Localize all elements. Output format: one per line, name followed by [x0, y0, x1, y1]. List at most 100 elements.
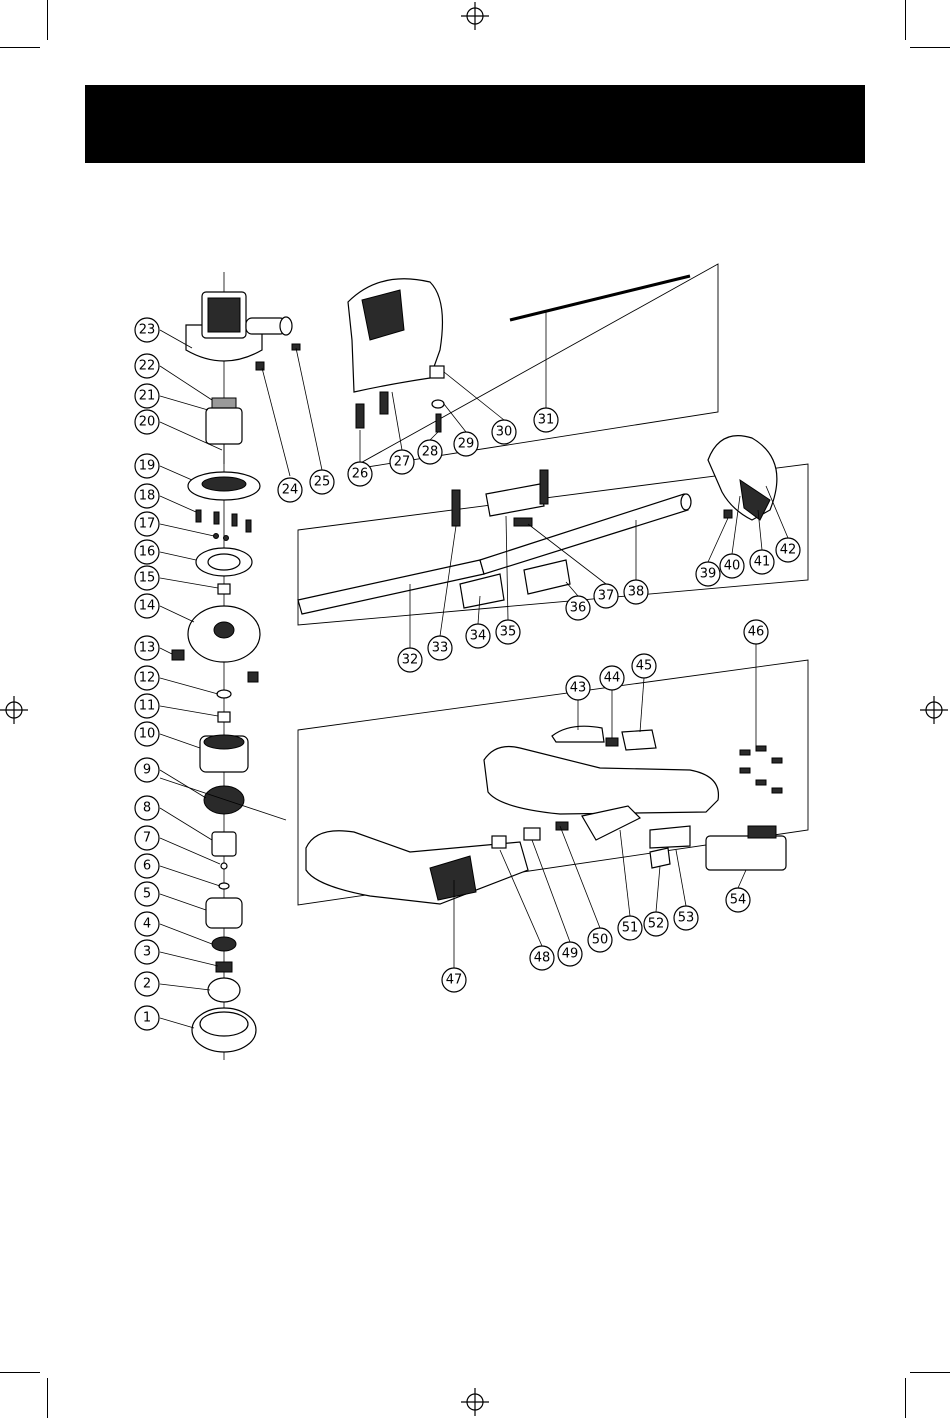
- handle-housing-right: [484, 747, 718, 815]
- lock-button-45: [622, 730, 656, 750]
- callout-38: 38: [624, 580, 648, 604]
- svg-text:30: 30: [496, 425, 513, 440]
- drive-shaft-31: [510, 276, 690, 320]
- spring-8: [212, 832, 236, 856]
- svg-text:3: 3: [143, 945, 151, 960]
- callout-17: 17: [135, 512, 159, 536]
- battery-terminal-53: [650, 826, 690, 848]
- callout-21: 21: [135, 384, 159, 408]
- callout-46: 46: [744, 620, 768, 644]
- svg-text:14: 14: [139, 599, 156, 614]
- callout-39: 39: [696, 562, 720, 586]
- svg-text:9: 9: [143, 763, 151, 778]
- svg-text:17: 17: [139, 517, 156, 532]
- svg-text:41: 41: [754, 555, 771, 570]
- svg-text:52: 52: [648, 917, 665, 932]
- svg-text:53: 53: [678, 911, 695, 926]
- callout-52: 52: [644, 912, 668, 936]
- callout-40: 40: [720, 554, 744, 578]
- screws-33: [452, 490, 460, 526]
- spool-line: [204, 786, 244, 814]
- callout-37: 37: [594, 584, 618, 608]
- nut-11: [218, 712, 230, 722]
- callout-1: 1: [135, 1006, 159, 1030]
- screw-39: [724, 510, 732, 518]
- screw-26: [356, 404, 364, 428]
- svg-text:50: 50: [592, 933, 609, 948]
- svg-text:40: 40: [724, 559, 741, 574]
- svg-text:47: 47: [446, 973, 463, 988]
- svg-text:38: 38: [628, 585, 645, 600]
- clamp-34: [460, 574, 504, 608]
- washer-6: [219, 883, 229, 889]
- callout-7: 7: [135, 826, 159, 850]
- callout-27: 27: [390, 450, 414, 474]
- callout-19: 19: [135, 454, 159, 478]
- pin-7: [221, 863, 227, 869]
- svg-text:1: 1: [143, 1011, 151, 1026]
- svg-text:27: 27: [394, 455, 411, 470]
- svg-text:8: 8: [143, 801, 151, 816]
- svg-text:21: 21: [139, 389, 156, 404]
- spool-housing-top: [204, 735, 244, 749]
- callout-20: 20: [135, 410, 159, 434]
- callout-12: 12: [135, 666, 159, 690]
- callout-50: 50: [588, 928, 612, 952]
- callout-24: 24: [278, 478, 302, 502]
- callout-8: 8: [135, 796, 159, 820]
- svg-text:46: 46: [748, 625, 765, 640]
- svg-text:24: 24: [282, 483, 299, 498]
- callout-9: 9: [135, 758, 159, 782]
- svg-text:5: 5: [143, 887, 151, 902]
- svg-text:15: 15: [139, 571, 156, 586]
- callout-25: 25: [310, 470, 334, 494]
- callout-3: 3: [135, 940, 159, 964]
- nut-15: [218, 584, 230, 594]
- svg-text:19: 19: [139, 459, 156, 474]
- callout-5: 5: [135, 882, 159, 906]
- fan-ring-inner: [208, 554, 240, 570]
- screws-35: [540, 470, 548, 504]
- svg-text:48: 48: [534, 951, 551, 966]
- svg-text:49: 49: [562, 947, 579, 962]
- svg-text:34: 34: [470, 629, 487, 644]
- clamp-35: [486, 484, 544, 516]
- callout-53: 53: [674, 906, 698, 930]
- screw-28: [436, 414, 441, 432]
- callout-6: 6: [135, 854, 159, 878]
- callout-14: 14: [135, 594, 159, 618]
- callout-11: 11: [135, 694, 159, 718]
- housing-screws-46: [740, 746, 782, 793]
- lower-shaft-32: [298, 560, 484, 614]
- callout-54: 54: [726, 888, 750, 912]
- svg-text:35: 35: [500, 625, 517, 640]
- callout-2: 2: [135, 972, 159, 996]
- callout-33: 33: [428, 636, 452, 660]
- callout-41: 41: [750, 550, 774, 574]
- bump-knob: [206, 898, 242, 928]
- svg-text:32: 32: [402, 653, 419, 668]
- callout-31: 31: [534, 408, 558, 432]
- switch-49: [524, 828, 540, 840]
- callout-4: 4: [135, 912, 159, 936]
- callout-43: 43: [566, 676, 590, 700]
- callout-42: 42: [776, 538, 800, 562]
- svg-text:33: 33: [432, 641, 449, 656]
- callout-13: 13: [135, 636, 159, 660]
- callout-23: 23: [135, 318, 159, 342]
- callout-10: 10: [135, 722, 159, 746]
- svg-text:39: 39: [700, 567, 717, 582]
- callout-44: 44: [600, 666, 624, 690]
- callout-49: 49: [558, 942, 582, 966]
- bracket-30: [430, 366, 444, 378]
- clamp-36: [524, 560, 570, 594]
- svg-text:43: 43: [570, 681, 587, 696]
- svg-text:6: 6: [143, 859, 151, 874]
- callout-29: 29: [454, 432, 478, 456]
- motor-housing: [186, 292, 292, 361]
- cooling-fan-hub: [214, 622, 234, 638]
- svg-text:28: 28: [422, 445, 439, 460]
- callout-51: 51: [618, 916, 642, 940]
- bearing-4: [212, 937, 236, 951]
